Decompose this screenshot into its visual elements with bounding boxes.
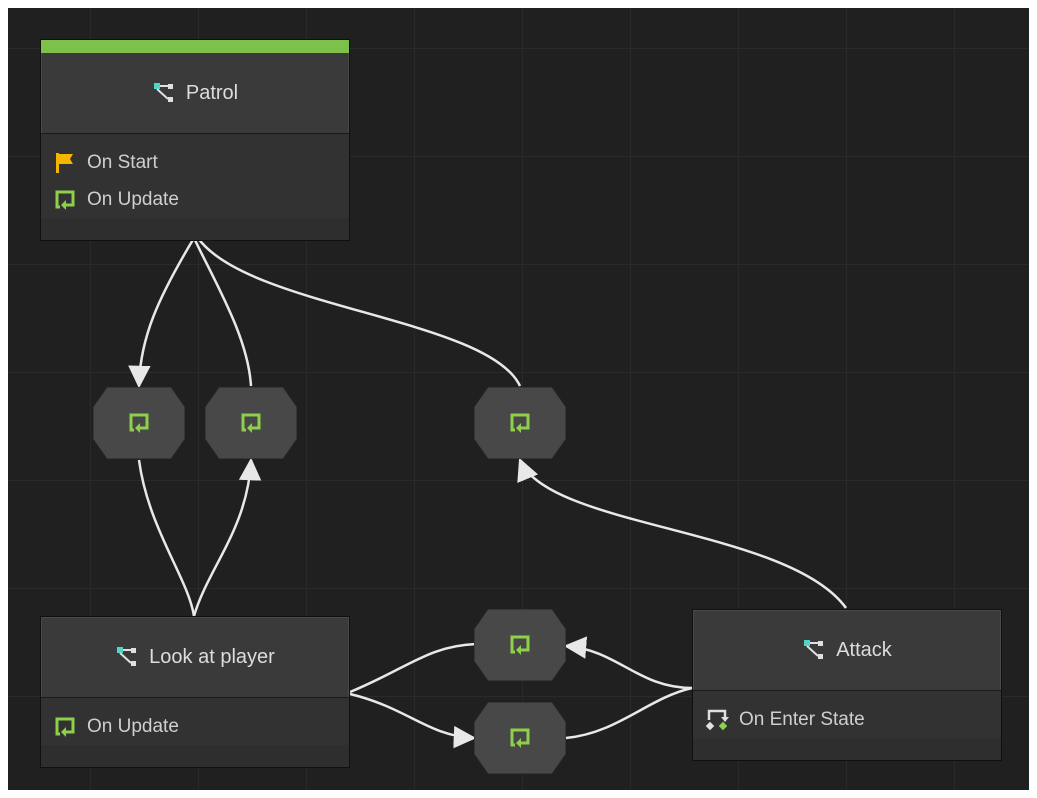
loop-icon <box>53 715 77 739</box>
transition-wires <box>128 237 848 749</box>
event-on-update[interactable]: On Update <box>41 708 349 745</box>
wire-look-to-t4 <box>349 642 477 694</box>
transition-look-to-attack[interactable] <box>474 702 566 774</box>
wire-t2-to-patrol <box>192 237 253 387</box>
state-graph-icon <box>115 645 139 669</box>
state-node-header: Patrol <box>41 53 349 134</box>
flag-icon <box>53 151 77 175</box>
event-on-enter-state[interactable]: On Enter State <box>693 701 1001 738</box>
active-state-bar <box>41 40 349 53</box>
state-title: Patrol <box>185 81 239 104</box>
wire-patrol-to-t3 <box>196 237 522 387</box>
event-label: On Update <box>87 715 179 737</box>
state-graph-icon <box>152 81 176 105</box>
state-graph-icon <box>802 638 826 662</box>
wire-patrol-to-t1 <box>128 237 196 389</box>
transition-attack-to-patrol[interactable] <box>474 387 566 459</box>
loop-icon <box>239 411 263 435</box>
event-on-update[interactable]: On Update <box>41 181 349 218</box>
state-node-look-at-player[interactable]: Look at player On Update <box>40 616 350 768</box>
transition-patrol-to-look[interactable] <box>93 387 185 459</box>
loop-icon <box>508 726 532 750</box>
loop-icon <box>127 411 151 435</box>
state-graph-canvas[interactable]: Patrol On Start On Update Look a <box>8 8 1029 790</box>
state-node-attack[interactable]: Attack On Enter State <box>692 609 1002 761</box>
loop-icon <box>508 633 532 657</box>
enter-state-icon <box>705 708 729 732</box>
wire-look-to-t2 <box>192 457 262 617</box>
event-label: On Start <box>87 151 158 173</box>
state-node-header: Look at player <box>41 617 349 698</box>
loop-icon <box>508 411 532 435</box>
wire-t1-to-look <box>137 459 196 617</box>
state-title: Attack <box>836 638 892 661</box>
event-label: On Enter State <box>739 708 865 730</box>
state-title: Look at player <box>149 645 275 668</box>
wire-t5-to-attack <box>565 686 693 740</box>
wire-look-to-t5 <box>349 692 477 749</box>
transition-look-to-patrol[interactable] <box>205 387 297 459</box>
event-on-start[interactable]: On Start <box>41 144 349 181</box>
event-label: On Update <box>87 188 179 210</box>
wire-attack-to-t4 <box>563 636 693 690</box>
transition-attack-to-look[interactable] <box>474 609 566 681</box>
wire-attack-to-t3 <box>517 457 848 609</box>
state-node-patrol[interactable]: Patrol On Start On Update <box>40 39 350 241</box>
loop-icon <box>53 188 77 212</box>
state-node-header: Attack <box>693 610 1001 691</box>
